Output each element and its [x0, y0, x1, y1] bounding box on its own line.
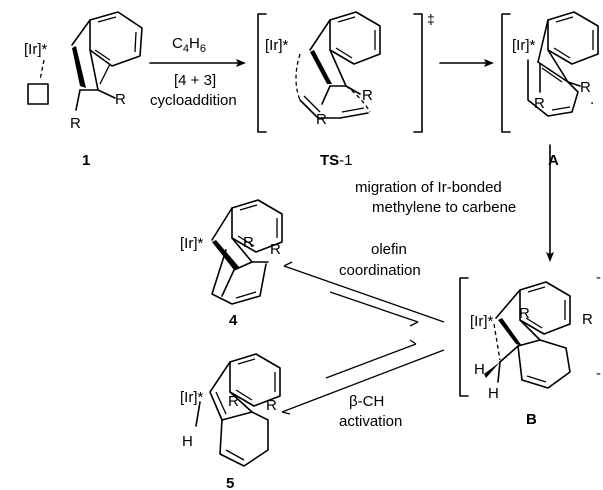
r-label: R	[580, 79, 591, 96]
compound-number: 1	[82, 152, 90, 169]
wedge-bond	[212, 240, 240, 270]
compound-number: 5	[226, 475, 234, 490]
h-label: H	[182, 433, 193, 450]
r-label: R	[228, 393, 239, 410]
r-label: R	[582, 311, 593, 328]
condition-text: activation	[339, 413, 402, 430]
metal-label: [Ir]*	[180, 389, 203, 406]
metal-label: [Ir]*	[24, 41, 47, 58]
butadiene-chain	[299, 99, 369, 119]
wedge-bond	[498, 318, 522, 346]
intermediate-b: - - [Ir]* R R H H B	[459, 269, 601, 428]
seven-ring	[527, 59, 579, 117]
bicyclic-cage	[211, 249, 267, 305]
reagent-label: C4H6	[172, 35, 206, 55]
agostic-interaction	[493, 323, 501, 361]
wedge-bond	[72, 46, 86, 88]
compound-number: A	[548, 152, 559, 169]
arrow-to-a	[439, 59, 494, 67]
wedge-bond	[310, 50, 332, 84]
bracket-mark: .	[590, 91, 594, 108]
metal-label: [Ir]*	[265, 37, 288, 54]
r-label: R	[362, 87, 373, 104]
dagger-label: ‡	[427, 11, 435, 27]
six-ring	[517, 345, 571, 389]
condition-text: cycloaddition	[150, 92, 237, 109]
equilibrium-olefin: olefin coordination	[283, 241, 445, 327]
arrow-migration: migration of Ir-bonded methylene to carb…	[355, 144, 554, 262]
compound-4: [Ir]* R R 4	[180, 199, 283, 329]
compound-1: [Ir]* R R 1	[24, 11, 143, 169]
h-label: H	[474, 361, 485, 378]
r-label: R	[115, 91, 126, 108]
r-label: R	[266, 397, 277, 414]
bracket-mark: -	[596, 269, 601, 286]
bracket-left	[257, 13, 267, 133]
compound-5: [Ir]* R R H 5	[180, 353, 281, 490]
bracket-right	[413, 13, 423, 133]
metal-label: [Ir]*	[512, 37, 535, 54]
r-label: R	[519, 305, 530, 322]
r-label: R	[70, 115, 81, 132]
h-label: H	[488, 385, 499, 402]
r-label: R	[243, 234, 254, 251]
six-ring	[219, 411, 269, 467]
benzene-ring	[89, 11, 143, 67]
condition-text: olefin	[371, 241, 407, 258]
compound-number: 4	[229, 312, 238, 329]
condition-text: migration of Ir-bonded	[355, 179, 502, 196]
forming-bond	[295, 53, 301, 101]
metal-label: [Ir]*	[180, 235, 203, 252]
bracket-left	[501, 13, 511, 133]
r-label: R	[316, 111, 327, 128]
condition-text: coordination	[339, 262, 421, 279]
r-label: R	[270, 241, 281, 258]
compound-number: TS-1	[320, 152, 353, 169]
intermediate-a: . [Ir]* R R A	[501, 11, 599, 169]
benzene-ring	[329, 11, 381, 65]
benzene-ring	[547, 11, 599, 65]
r-label: R	[534, 95, 545, 112]
condition-text: β-CH	[349, 393, 384, 410]
cyclobutane-ring	[27, 83, 49, 105]
condition-text: [4 + 3]	[174, 72, 216, 89]
bracket-mark: -	[596, 365, 601, 382]
bracket-left	[459, 277, 469, 397]
condition-text: methylene to carbene	[372, 199, 516, 216]
arrow-cycloaddition: C4H6 [4 + 3] cycloaddition	[149, 35, 246, 109]
compound-number: B	[526, 411, 537, 428]
transition-state-ts1: ‡ [Ir]* R R TS-1	[257, 11, 435, 169]
metal-label: [Ir]*	[470, 313, 493, 330]
equilibrium-beta-ch: β-CH activation	[281, 339, 445, 430]
forming-bond	[345, 85, 371, 113]
